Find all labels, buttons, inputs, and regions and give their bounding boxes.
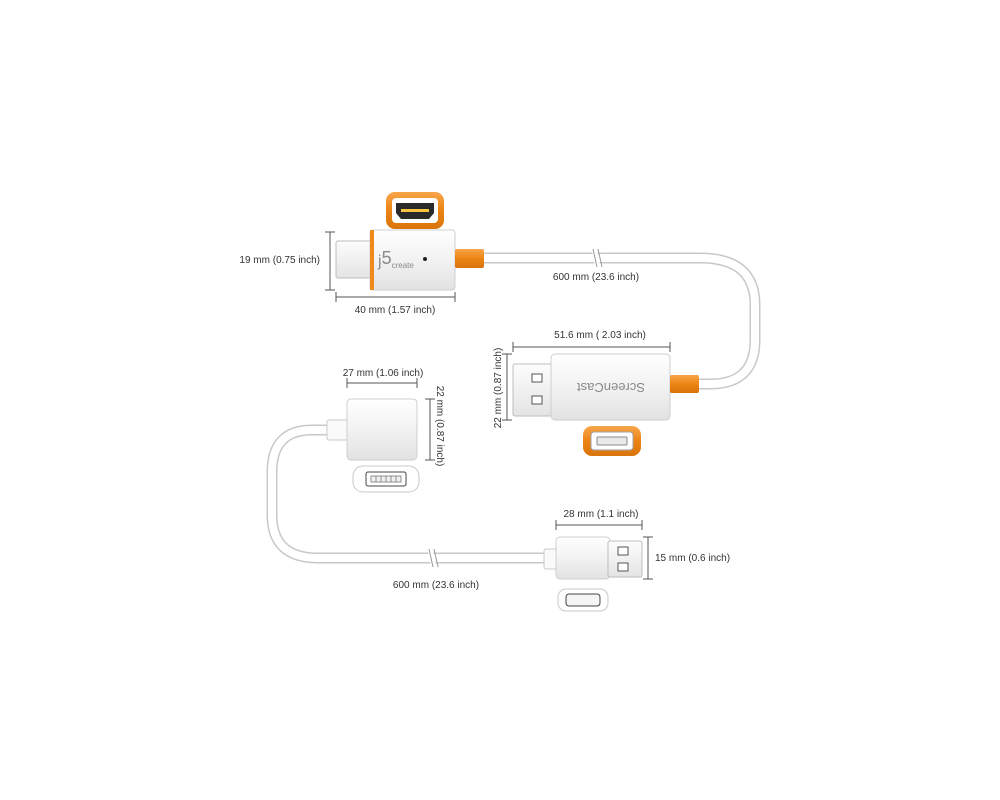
usb-male-connector [543,536,643,580]
bottom-cable [266,424,551,568]
hdmi-height-label: 19 mm (0.75 inch) [239,255,320,266]
usb-plug-end-icon [557,588,609,612]
dim-hdmi-height: 19 mm (0.75 inch) [239,231,335,291]
brand-logo: j5create [377,248,414,270]
dim-usb-male-length: 28 mm (1.1 inch) [555,509,643,530]
usb-a-port-icon [583,426,641,456]
top-cable [477,248,761,390]
dim-usb-male-height: 15 mm (0.6 inch) [643,536,730,580]
hdmi-plug [335,240,375,279]
screencast-receiver: ScreenCast [512,353,699,421]
dim-receiver-length: 51.6 mm ( 2.03 inch) [512,330,671,352]
usb-female-length-label: 27 mm (1.06 inch) [343,368,424,379]
receiver-length-label: 51.6 mm ( 2.03 inch) [554,330,646,341]
usb-female-height-label: 22 mm (0.87 inch) [434,386,445,467]
status-led-icon [423,257,427,261]
cable-break-mark-bottom [427,548,439,568]
dim-usb-female-height: 22 mm (0.87 inch) [425,386,445,467]
cable-length-bottom-label: 600 mm (23.6 inch) [393,580,479,591]
cable-break-mark-top [591,248,603,268]
receiver-strain-relief [670,375,699,393]
usb-male-plug [607,540,643,578]
usb-male-body [555,536,611,580]
receiver-usb-plug [512,363,554,417]
receiver-brand-label: ScreenCast [577,380,645,395]
dim-usb-female-length: 27 mm (1.06 inch) [343,368,424,388]
receiver-height-label: 22 mm (0.87 inch) [493,348,504,429]
usb-female-strain-relief [326,419,350,441]
hdmi-transmitter: j5create [335,229,484,291]
dim-receiver-height: 22 mm (0.87 inch) [493,348,512,429]
usb-female-body [346,398,418,461]
dim-hdmi-length: 40 mm (1.57 inch) [335,292,456,316]
usb-female-connector [326,398,418,461]
usb-male-height-label: 15 mm (0.6 inch) [655,553,730,564]
cable-length-top-label: 600 mm (23.6 inch) [553,272,639,283]
usb-male-length-label: 28 mm (1.1 inch) [563,509,638,520]
usb-a-female-port-icon [352,465,420,493]
hdmi-transmitter-strain-relief [455,249,484,268]
hdmi-port-icon [386,192,444,229]
hdmi-length-label: 40 mm (1.57 inch) [355,305,436,316]
